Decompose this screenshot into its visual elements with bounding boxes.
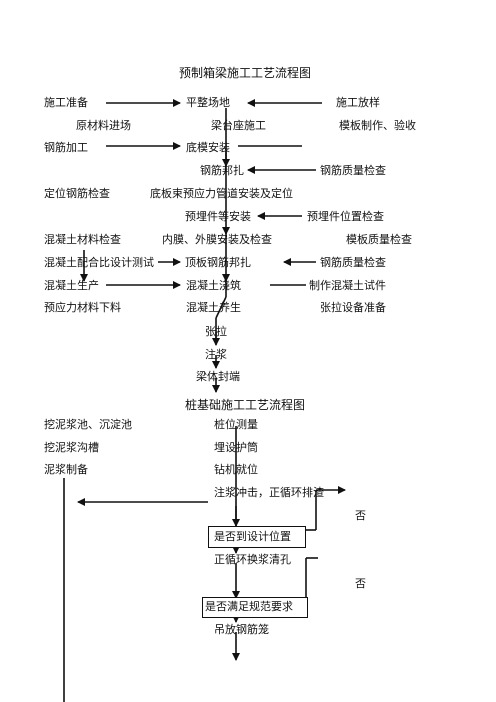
node-position-rebar-check: 定位钢筋检查 (44, 187, 110, 200)
node-form-make: 模板制作、验收 (339, 119, 416, 132)
node-casing: 埋设护筒 (214, 441, 258, 454)
node-layout: 施工放样 (336, 96, 380, 109)
decision-spec-check (202, 597, 308, 618)
node-end-sealing: 梁体封端 (196, 370, 240, 383)
node-bottom-form: 底模安装 (186, 141, 230, 154)
flow2-title: 桩基础施工工艺流程图 (185, 398, 306, 412)
decision-spec-check-label: 是否满足规范要求 (205, 600, 293, 613)
node-site: 平整场地 (186, 96, 230, 109)
label-no-2: 否 (355, 577, 366, 590)
node-tensioning: 张拉 (205, 325, 227, 338)
node-specimen: 制作混凝土试件 (309, 279, 386, 292)
node-mud-pit: 挖泥浆池、沉淀池 (44, 418, 132, 431)
node-form-quality: 模板质量检查 (346, 233, 412, 246)
node-concrete-material-check: 混凝土材料检查 (44, 233, 121, 246)
node-embedded-check: 预埋件位置检查 (307, 210, 384, 223)
node-prep: 施工准备 (44, 96, 88, 109)
node-concrete-pour: 混凝土浇筑 (186, 279, 241, 292)
node-materials: 原材料进场 (76, 119, 131, 132)
node-mix-design: 混凝土配合比设计测试 (44, 256, 154, 269)
node-prestress-cutting: 预应力材料下料 (44, 301, 121, 314)
node-top-rebar: 顶板钢筋邦扎 (185, 256, 251, 269)
node-rebar-binding: 钢筋邦扎 (200, 164, 244, 177)
node-concrete-production: 混凝土生产 (44, 279, 99, 292)
node-pile-survey: 桩位测量 (214, 418, 258, 431)
node-pedestal: 梁台座施工 (211, 119, 266, 132)
node-mud-trench: 挖泥浆沟槽 (44, 441, 99, 454)
node-percussion: 注浆冲击，正循环排渣 (214, 486, 324, 499)
label-no-1: 否 (355, 509, 366, 522)
decision-design-position-label: 是否到设计位置 (214, 530, 291, 543)
node-rebar-quality: 钢筋质量检查 (320, 256, 386, 269)
node-cage-hoist: 吊放钢筋笼 (214, 623, 269, 636)
node-embedded-install: 预埋件等安装 (185, 210, 251, 223)
node-rebar-check: 钢筋质量检查 (320, 164, 386, 177)
node-curing: 混凝土养生 (186, 301, 241, 314)
decision-design-position (208, 526, 306, 548)
node-hole-cleaning: 正循环换浆清孔 (214, 553, 291, 566)
node-rebar-process: 钢筋加工 (44, 141, 88, 154)
node-duct-install: 底板束预应力管道安装及定位 (150, 187, 293, 200)
flow1-title: 预制箱梁施工工艺流程图 (179, 66, 312, 80)
node-inner-outer-form: 内膜、外膜安装及检查 (162, 233, 272, 246)
node-grouting: 注浆 (205, 348, 227, 361)
node-mud-prep: 泥浆制备 (44, 463, 88, 476)
node-rig-position: 钻机就位 (214, 463, 258, 476)
node-tension-equipment: 张拉设备准备 (320, 301, 386, 314)
